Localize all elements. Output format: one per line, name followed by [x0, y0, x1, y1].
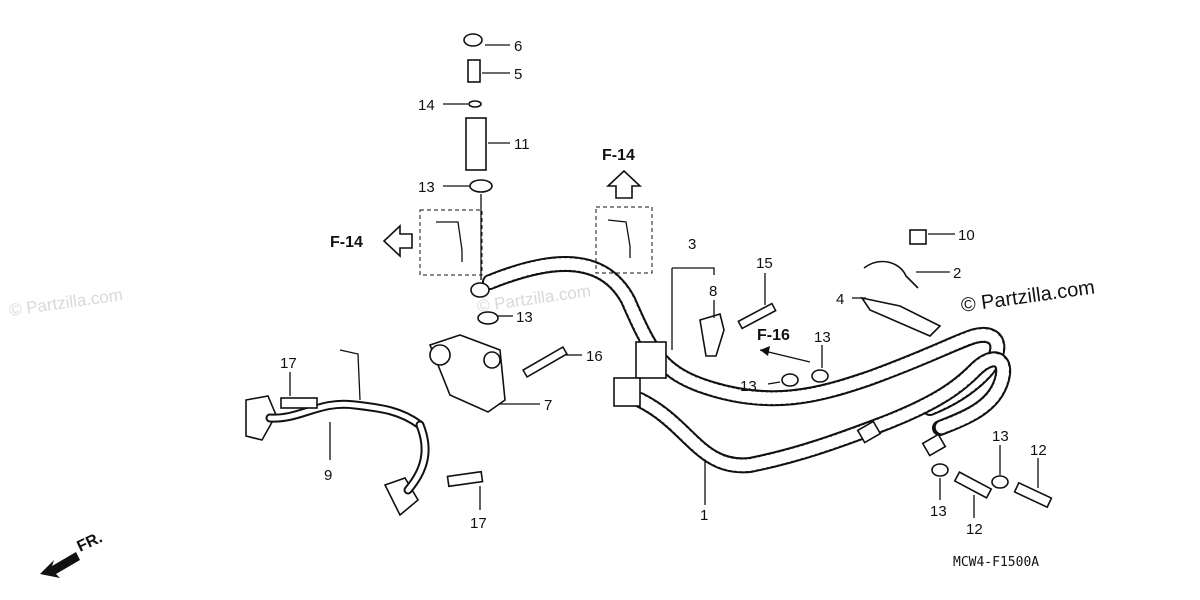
ref-box-left: [419, 209, 483, 276]
arrow-f16-icon: [760, 346, 770, 356]
washer-13-d: [991, 475, 1009, 489]
front-indicator: FR.: [40, 529, 105, 578]
callout-2: 2: [953, 265, 961, 282]
callout-13-mid: 13: [516, 309, 533, 326]
callout-16: 16: [586, 348, 603, 365]
bleeder-screw-part: [467, 59, 481, 83]
clip-8: [699, 312, 725, 357]
arrow-up-icon: [605, 169, 643, 199]
ref-label-left: F-14: [330, 234, 363, 251]
ref-box-top: [595, 206, 653, 274]
callout-13-bottom-right: 13: [992, 428, 1009, 445]
callout-14: 14: [418, 97, 435, 114]
callout-8: 8: [709, 283, 717, 300]
callout-13-bottom-left: 13: [930, 503, 947, 520]
bracket-part: [245, 349, 430, 517]
bolt-10: [909, 229, 927, 245]
arrow-left-icon: [382, 224, 413, 258]
o-ring-part: [468, 100, 482, 108]
front-arrow-icon: [40, 552, 80, 578]
callout-7: 7: [544, 397, 552, 414]
callout-12-left: 12: [966, 521, 983, 538]
callout-3: 3: [688, 236, 696, 253]
callout-6: 6: [514, 38, 522, 55]
callout-4: 4: [836, 291, 844, 308]
callout-12-right: 12: [1030, 442, 1047, 459]
watermark-left: © Partzilla.com: [8, 285, 124, 320]
valve-fitting-stack: [463, 33, 493, 280]
ref-label-top: F-14: [602, 147, 635, 164]
callout-17-lower: 17: [470, 515, 487, 532]
washer-13-b: [811, 369, 829, 383]
callout-10: 10: [958, 227, 975, 244]
callout-11: 11: [514, 136, 530, 153]
diagram-code: MCW4-F1500A: [953, 555, 1039, 570]
bolt-16: [521, 345, 569, 379]
copyright-text: © Partzilla.com: [960, 276, 1097, 317]
washer-13-a: [781, 373, 799, 387]
ref-label-right: F-16: [757, 327, 790, 344]
bolt-12-a: [953, 471, 993, 499]
switch-body-part: [465, 117, 487, 171]
hose-banjo-end: [470, 282, 490, 298]
sealing-washer-top: [469, 179, 493, 193]
hose-joint-block: [635, 341, 667, 379]
front-label: FR.: [75, 529, 106, 555]
hose-end-right-b: [921, 433, 947, 457]
hose-end-right-a: [856, 420, 882, 444]
callout-13-right-top: 13: [814, 329, 831, 346]
washer-13-c: [931, 463, 949, 477]
plate-4: [860, 296, 942, 337]
sealing-washer-mid: [477, 311, 499, 325]
bolt-12-b: [1013, 481, 1053, 509]
callout-5: 5: [514, 66, 522, 83]
bolt-17-upper: [280, 397, 318, 409]
callout-15: 15: [756, 255, 773, 272]
hose-end-fitting: [613, 377, 641, 407]
callout-9: 9: [324, 467, 332, 484]
callout-13-top: 13: [418, 179, 435, 196]
bleeder-cap-part: [463, 33, 483, 47]
bolt-17-lower: [446, 470, 484, 488]
callout-17-upper: 17: [280, 355, 297, 372]
callout-1: 1: [700, 507, 708, 524]
valve-body: [428, 311, 506, 413]
bolt-15: [737, 302, 777, 330]
callout-13-right-left: 13: [740, 378, 757, 395]
clamp-2: [863, 260, 919, 289]
leader-lines: [289, 44, 1039, 518]
hose-assembly: [470, 256, 1012, 474]
